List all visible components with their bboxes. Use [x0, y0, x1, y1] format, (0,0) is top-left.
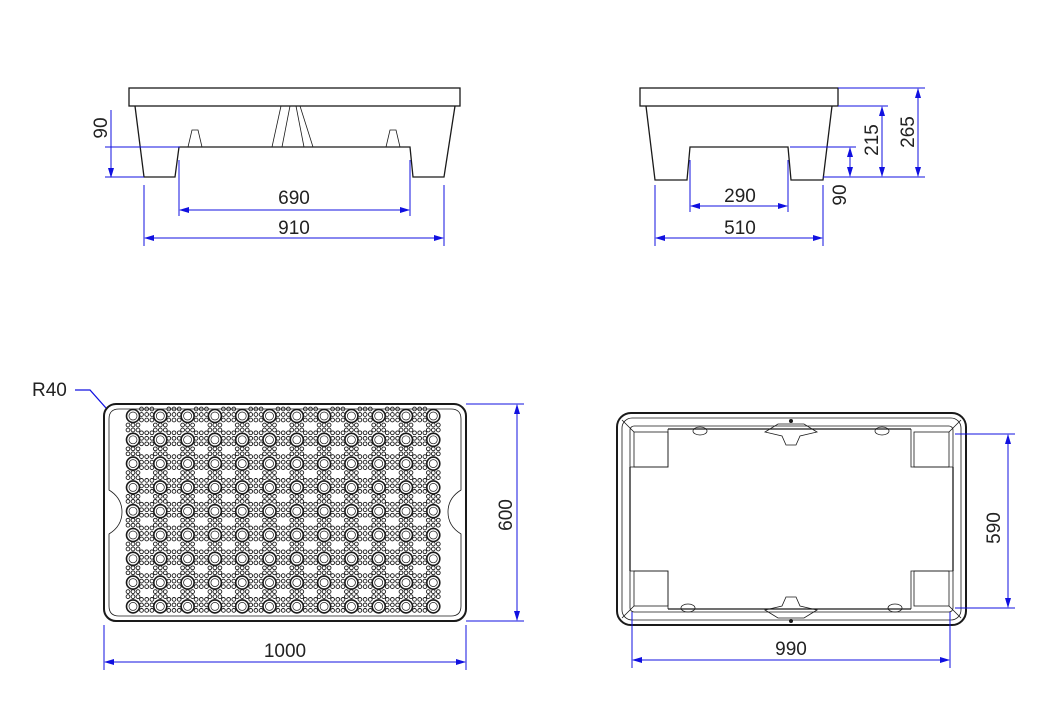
side-outer-width-dim: 510 [724, 218, 756, 239]
top-width-dim: 1000 [264, 641, 306, 662]
top-view: R40 600 1000 [32, 380, 524, 670]
side-body-height-dim: 215 [862, 124, 883, 156]
front-inner-width-dim: 690 [278, 188, 310, 209]
side-view: 265 215 90 290 510 [639, 87, 925, 246]
front-height-dim: 90 [91, 117, 112, 138]
bottom-depth-dim: 590 [984, 512, 1005, 544]
side-total-height-dim: 265 [898, 116, 919, 148]
front-view: 90 690 910 [91, 87, 461, 246]
perforation-pattern [125, 406, 441, 614]
bottom-width-dim: 990 [775, 639, 807, 660]
side-foot-height-dim: 90 [830, 184, 851, 205]
front-outer-width-dim: 910 [278, 218, 310, 239]
side-inner-width-dim: 290 [724, 186, 756, 207]
top-depth-dim: 600 [496, 499, 517, 531]
bottom-view: 590 990 [616, 412, 1015, 668]
radius-label: R40 [32, 380, 67, 401]
